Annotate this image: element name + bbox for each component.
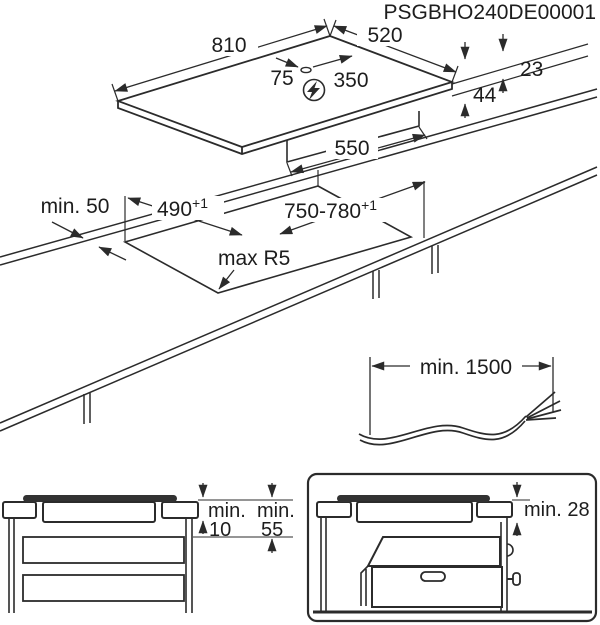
dim-23-44: 23 44 bbox=[451, 34, 589, 118]
gap-10-value-label: 10 bbox=[209, 519, 231, 541]
dim-min-55: min. 55 bbox=[193, 483, 295, 553]
hob-glass-section bbox=[23, 495, 177, 502]
hob-glass-section-2 bbox=[337, 495, 490, 502]
label-max-r5: max R5 bbox=[218, 247, 290, 290]
worktop-left-block-2 bbox=[316, 501, 352, 518]
oven-gap-label: min. 28 bbox=[524, 499, 590, 521]
cable-length-dim: min. 1500 bbox=[369, 352, 554, 435]
power-offset-left-label: 75 bbox=[270, 67, 293, 90]
gap-10-unit-label: min. bbox=[208, 500, 246, 522]
drawer-side-view: min. 10 min. 55 bbox=[2, 483, 295, 613]
oven-body bbox=[360, 536, 521, 608]
cutout-depth-label: 490+1 bbox=[157, 195, 208, 221]
hob-depth-label: 520 bbox=[367, 24, 402, 47]
lightning-in-circle-icon bbox=[302, 78, 326, 102]
corner-radius-label: max R5 bbox=[218, 247, 290, 270]
height-above-worktop-label: 23 bbox=[520, 58, 543, 81]
oven-side-view: min. 28 bbox=[306, 472, 598, 623]
worktop-rear-edge bbox=[0, 88, 598, 266]
dim-min-10: min. 10 bbox=[198, 483, 293, 541]
dim-750-780: 750-780+1 bbox=[279, 181, 426, 238]
drawer-front-1 bbox=[22, 536, 185, 564]
dim-min-50: min. 50 bbox=[41, 195, 127, 261]
gap-55-unit-label: min. bbox=[257, 500, 295, 522]
worktop-front-edge bbox=[0, 166, 598, 432]
oven-handle bbox=[420, 571, 446, 582]
gap-55-value-label: 55 bbox=[261, 519, 283, 541]
drawing-number: PSGBHO240DE00001 bbox=[384, 1, 596, 24]
worktop-right-block-2 bbox=[476, 501, 513, 518]
hob-glass-outline bbox=[115, 35, 455, 155]
hinge-bump bbox=[506, 543, 514, 557]
cutout-outline bbox=[122, 170, 414, 294]
dim-550: 550 bbox=[286, 126, 428, 177]
dim-810: 810 bbox=[111, 18, 331, 102]
oven-view-border bbox=[306, 472, 598, 623]
cutout-width-label: 750-780+1 bbox=[284, 197, 377, 223]
dim-min-28: min. 28 bbox=[512, 482, 590, 536]
worktop-right-block bbox=[161, 501, 199, 519]
worktop-left-block bbox=[2, 501, 37, 519]
dim-490: 490+1 bbox=[124, 195, 243, 241]
depth-below-worktop-label: 44 bbox=[473, 84, 497, 107]
cabinet-side-panels bbox=[8, 518, 193, 613]
rear-clearance-label: min. 50 bbox=[41, 195, 110, 218]
drawer-front-2 bbox=[22, 574, 185, 602]
hob-width-label: 810 bbox=[211, 34, 246, 57]
cable-length-label: min. 1500 bbox=[420, 356, 512, 379]
mains-cable bbox=[358, 391, 562, 446]
dim-power-offsets: 75 350 bbox=[270, 54, 369, 102]
dim-520: 520 bbox=[329, 19, 459, 83]
power-offset-right-label: 350 bbox=[333, 69, 368, 92]
housing-width-label: 550 bbox=[334, 137, 369, 160]
adjustable-foot-knob bbox=[507, 572, 521, 586]
hob-housing-section bbox=[42, 501, 156, 523]
hob-housing-section-2 bbox=[356, 501, 473, 523]
